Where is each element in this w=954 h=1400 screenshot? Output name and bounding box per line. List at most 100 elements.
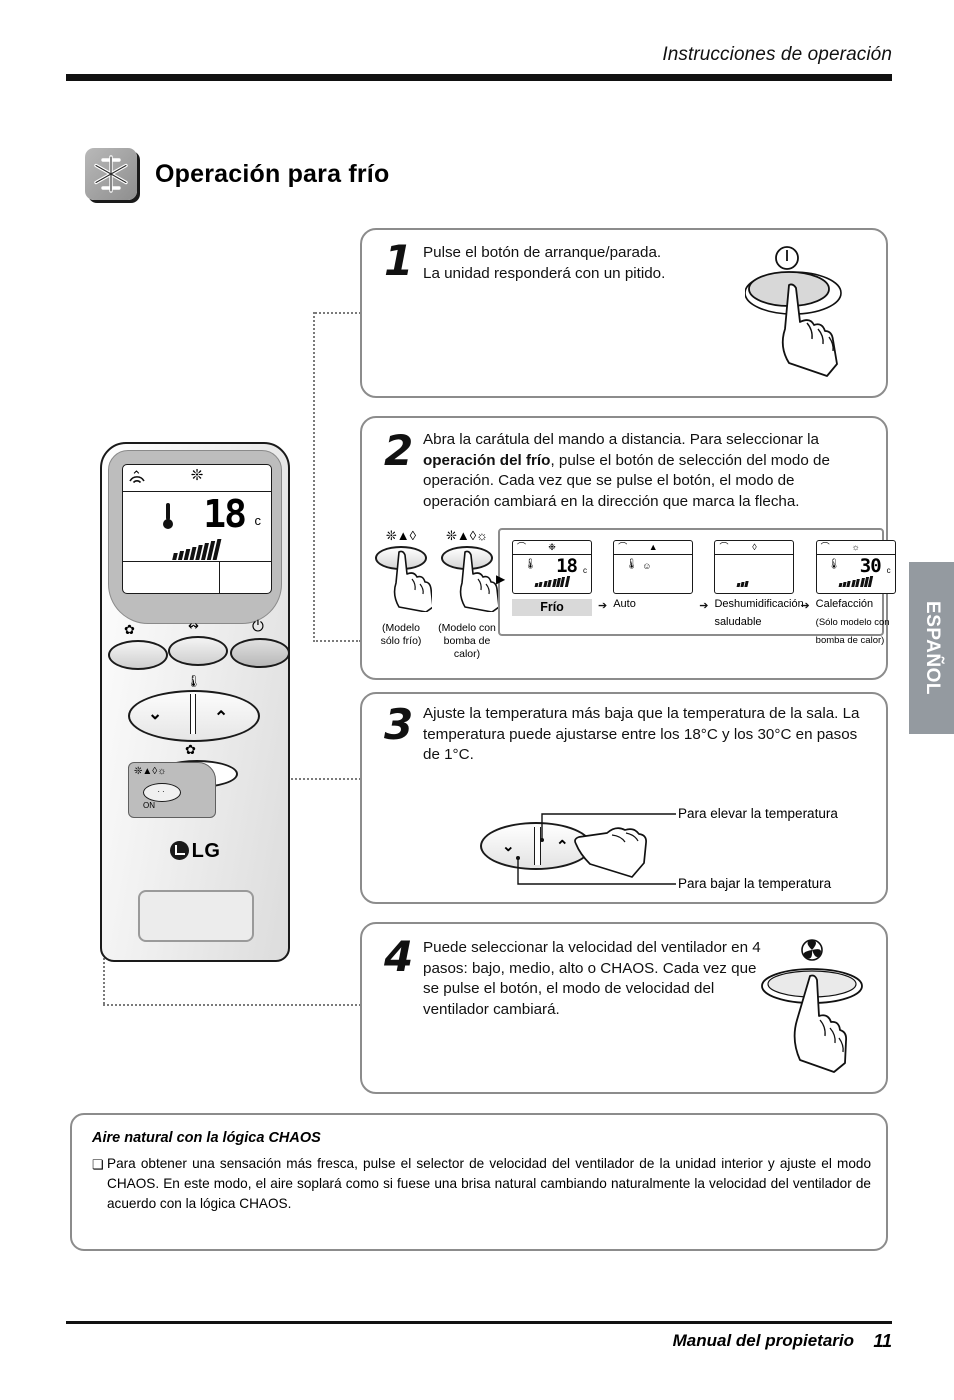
page-title: Operación para frío (155, 159, 390, 188)
mode-panel-dehumidify: ⌒ ◊ Deshumidificación saludable (714, 540, 804, 630)
lcd-temp-heat: 30 (859, 555, 882, 577)
mode-cycle-diagram: ❊▲◊ (Modelo sólo frío) ❊▲◊☼ (Modelo con … (370, 528, 896, 668)
button-divider (533, 827, 541, 865)
remote-lcd-display: ⌃ ❊ 18 c (122, 464, 272, 594)
temp-down-callout: Para bajar la temperatura (678, 876, 832, 891)
power-icon (775, 246, 799, 270)
lcd-temperature: 18 (203, 492, 247, 536)
step-1-number: 1 (384, 236, 414, 285)
lcd-temperature-unit: c (254, 513, 262, 528)
connector-line-step2 (313, 640, 361, 642)
remote-power-button[interactable] (230, 638, 290, 668)
lcd-auto: ⌒ ▲ 🌡 ☺ (613, 540, 694, 594)
signal-icon-svg (129, 476, 145, 484)
lcd-mode-icon: ❊ (190, 467, 204, 484)
mode-icon-cool: ❉ (548, 542, 556, 552)
mode-panel-list: ⌒ ❉ 🌡 18 c Frío ➔ ⌒ ▲ (512, 540, 896, 648)
lg-logo-mark (169, 841, 189, 860)
fan-icon: ✿ (124, 622, 135, 637)
remote-battery-slot (138, 890, 254, 942)
footer-rule (66, 1321, 892, 1324)
step-4-text: Puede seleccionar la velocidad del venti… (423, 939, 761, 1018)
signal-icon: ⌃ (131, 468, 142, 483)
connector-line-step1 (315, 312, 361, 314)
thermometer-icon: 🌡 (524, 559, 537, 570)
fan-chaos-icon: ✿ (185, 742, 196, 757)
remote-control-illustration: ⌃ ❊ 18 c (100, 442, 290, 962)
thermometer-icon (163, 503, 173, 529)
chevron-down-icon: ⌄ (148, 704, 163, 723)
mode-label-dehumidify: Deshumidificación (714, 598, 804, 610)
fan-icon (801, 939, 823, 961)
mode-hand-caption-1: (Modelo sólo frío) (380, 622, 422, 647)
signal-icon: ⌒ (517, 542, 527, 552)
chaos-note-box (70, 1113, 888, 1251)
connector-line-step3 (236, 778, 361, 780)
mode-hand-icons-2: ❊▲◊☼ (445, 528, 489, 543)
connector-line-step4 (103, 1004, 361, 1006)
mode-sublabel-heat: (Sólo modelo con bomba de calor) (815, 617, 890, 646)
step-1-text: Pulse el botón de arranque/parada. La un… (423, 244, 666, 282)
bullet-icon: ❏ (92, 1157, 104, 1172)
temperature-updown-button[interactable]: ⌄ ⌃ (480, 822, 592, 870)
mode-label-dehumidify-2: saludable (714, 616, 762, 628)
mode-label-auto: Auto (613, 598, 636, 610)
language-tab: ESPAÑOL (909, 562, 954, 734)
chevron-down-icon: ⌄ (502, 838, 515, 855)
thermometer-icon: 🌡 (625, 559, 638, 570)
remote-mode-flap: ❊▲◊☼ ·· ON (128, 762, 216, 818)
swing-icon: ↭ (188, 618, 199, 633)
footer-page-number: 11 (873, 1331, 892, 1351)
signal-icon: ⌒ (719, 542, 729, 552)
lcd-dehumidify: ⌒ ◊ (714, 540, 795, 594)
step-3-number: 3 (384, 700, 414, 749)
power-icon: ⏻ (252, 618, 264, 635)
language-tab-label: ESPAÑOL (921, 601, 943, 695)
mode-panel-auto: ⌒ ▲ 🌡 ☺ Auto (613, 540, 694, 612)
page-header-title: Instrucciones de operación (662, 44, 892, 65)
step-4-illustration (760, 938, 880, 1078)
mode-icon-dehumidify: ◊ (752, 542, 757, 552)
lcd-heat: ⌒ ☼ 🌡 30 c (815, 540, 896, 594)
step-2-number: 2 (384, 426, 414, 475)
mode-icon-auto: ▲ (648, 542, 658, 552)
snowflake-icon (85, 148, 137, 200)
chevron-up-icon: ⌃ (214, 708, 229, 727)
lg-logo-text: LG (191, 840, 221, 862)
remote-swing-button[interactable] (168, 636, 228, 666)
step-3-illustration: ⌄ ⌃ Para elevar la temperatura Para baja… (480, 800, 880, 895)
cycle-arrow-icon-3: ➔ (800, 599, 810, 612)
hand-pointer-icon-1 (393, 550, 432, 612)
remote-mode-select-button[interactable]: ·· (143, 783, 181, 802)
fan-bars-dehumidify (737, 581, 749, 587)
auto-face-icon: ☺ (642, 561, 652, 571)
lg-logo: LG (100, 840, 290, 863)
lcd-unit-heat: c (886, 566, 891, 575)
signal-icon: ⌒ (820, 542, 830, 552)
mode-icon-heat: ☼ (851, 542, 860, 552)
thermometer-small-icon: 🌡 (186, 674, 202, 688)
signal-icon: ⌒ (618, 542, 628, 552)
step-1-illustration (744, 245, 875, 380)
lcd-fan-bars (172, 539, 222, 560)
chaos-note-title: Aire natural con la lógica CHAOS (92, 1130, 321, 1146)
mode-hand-icons-1: ❊▲◊ (385, 528, 417, 543)
hand-pointer-icon-3 (574, 827, 647, 878)
remote-fan-speed-button[interactable] (108, 640, 168, 670)
footer-text: Manual del propietario (672, 1331, 854, 1350)
step-3-text: Ajuste la temperatura más baja que la te… (423, 705, 860, 763)
mode-hand-heat-pump: ❊▲◊☼ (Modelo con bomba de calor) (436, 528, 498, 661)
fan-bars-heat (838, 576, 874, 587)
connector-line-vertical-1 (313, 312, 315, 642)
mode-flap-label: ON (143, 801, 155, 810)
mode-panel-cool: ⌒ ❉ 🌡 18 c Frío (512, 540, 592, 616)
chevron-up-icon: ⌃ (556, 838, 569, 855)
lcd-unit-cool: c (583, 566, 587, 575)
fan-bars-cool (534, 576, 570, 587)
cycle-entry-arrow-icon: ▶ (496, 572, 506, 586)
thermometer-icon: 🌡 (827, 559, 841, 570)
cycle-arrow-icon-1: ➔ (598, 599, 608, 612)
step-2-text: Abra la carátula del mando a distancia. … (423, 430, 863, 512)
callout-leader-lines (516, 813, 676, 885)
